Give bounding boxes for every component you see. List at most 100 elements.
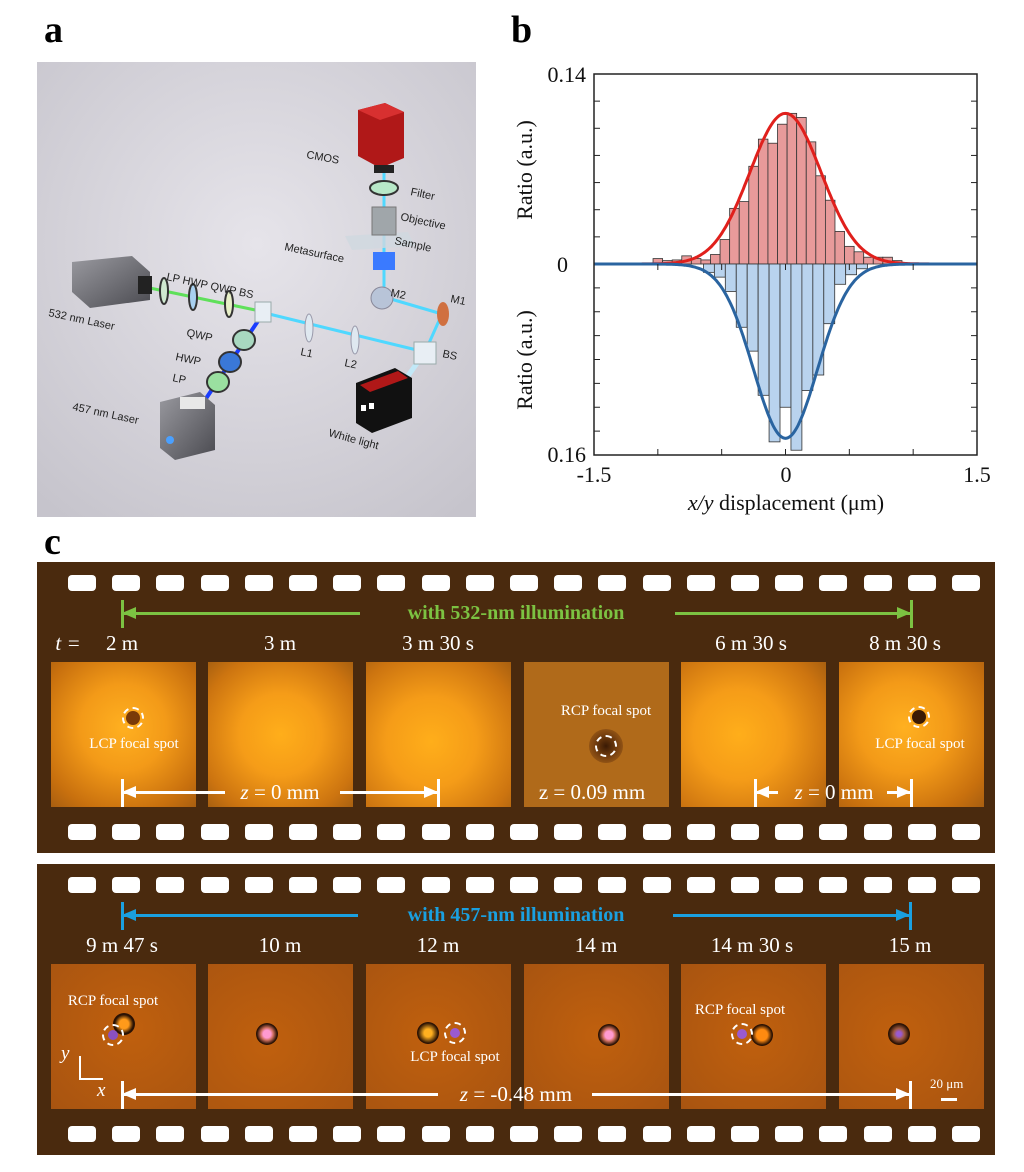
filter-icon bbox=[369, 180, 399, 196]
sprocket-hole bbox=[598, 877, 627, 893]
z-label: z = 0 mm bbox=[240, 780, 320, 804]
histogram-bar bbox=[724, 263, 737, 292]
arrow-head-right-icon bbox=[897, 786, 911, 798]
laser-532-icon bbox=[72, 256, 152, 308]
panel-label-a: a bbox=[44, 9, 63, 51]
sprocket-hole bbox=[156, 824, 185, 840]
sprocket-hole bbox=[200, 824, 229, 840]
sprocket-hole bbox=[289, 575, 317, 591]
sprocket-hole bbox=[289, 824, 317, 840]
arrow-end-tick bbox=[121, 902, 124, 930]
sprocket-hole bbox=[907, 877, 936, 893]
arrow-head-left-icon bbox=[122, 909, 136, 921]
arrow-line bbox=[340, 791, 438, 794]
sprocket-hole bbox=[598, 824, 627, 840]
frame-14m bbox=[524, 964, 669, 1109]
time-label: 6 m 30 s bbox=[715, 631, 787, 655]
sprocket-hole bbox=[465, 877, 494, 893]
arrow-end-tick bbox=[121, 600, 124, 628]
y-tick-zero: 0 bbox=[557, 252, 568, 277]
sprocket-hole bbox=[952, 575, 980, 591]
histogram-bar bbox=[845, 263, 858, 276]
sprocket-hole bbox=[465, 824, 494, 840]
optical-setup-schematic: CMOS Filter Objective Sample Metasurface… bbox=[37, 62, 476, 517]
sprocket-hole bbox=[421, 877, 450, 893]
laser-457-icon bbox=[160, 392, 215, 460]
y-axis-label-top: Ratio (a.u.) bbox=[512, 120, 537, 220]
scale-bar bbox=[941, 1098, 957, 1101]
arrow-head-right-icon bbox=[896, 1088, 910, 1100]
histogram-bar bbox=[767, 142, 778, 265]
time-label: 8 m 30 s bbox=[869, 631, 941, 655]
mirror-m1-icon bbox=[437, 302, 449, 326]
sprocket-hole bbox=[244, 1126, 273, 1142]
histogram-bar bbox=[815, 175, 826, 265]
z-label-mid: z = 0.09 mm bbox=[538, 780, 646, 804]
focal-spot bbox=[888, 1023, 910, 1045]
arrow-end-tick bbox=[437, 779, 440, 807]
sprocket-hole bbox=[112, 877, 141, 893]
frame-6m30s bbox=[681, 662, 826, 807]
arrow-head-left-icon bbox=[122, 786, 136, 798]
histogram-bar bbox=[748, 165, 759, 265]
histogram-bar bbox=[738, 201, 750, 265]
sprocket-hole bbox=[863, 1126, 892, 1142]
histogram-bar bbox=[824, 199, 836, 265]
histogram-bar bbox=[805, 141, 817, 265]
sprocket-hole bbox=[642, 1126, 671, 1142]
panel-label-b: b bbox=[511, 9, 533, 51]
metasurface-icon bbox=[373, 252, 395, 270]
time-label: 2 m bbox=[105, 631, 139, 655]
sprocket-hole bbox=[465, 575, 494, 591]
label-qwp: QWP bbox=[185, 327, 213, 344]
arrow-end-tick bbox=[121, 1081, 124, 1109]
arrow-line bbox=[122, 612, 360, 615]
sprocket-hole bbox=[819, 877, 848, 893]
label-hwp: HWP bbox=[174, 351, 202, 368]
sprocket-hole bbox=[156, 1126, 185, 1142]
x-axis-label: x bbox=[97, 1080, 106, 1101]
sprocket-hole bbox=[421, 575, 450, 591]
frame-12m bbox=[366, 964, 511, 1109]
sprocket-hole bbox=[907, 1126, 936, 1142]
sprocket-hole bbox=[686, 1126, 715, 1142]
sprocket-hole bbox=[686, 824, 715, 840]
histogram-bar bbox=[834, 231, 845, 265]
annotation-lcp: LCP focal spot bbox=[89, 736, 179, 752]
z-label-right: z = 0 mm bbox=[794, 780, 874, 804]
sprocket-hole bbox=[112, 1126, 141, 1142]
plot-frame bbox=[593, 73, 978, 456]
sprocket-hole bbox=[377, 575, 406, 591]
sprocket-hole bbox=[554, 1126, 583, 1142]
sprocket-hole bbox=[68, 824, 96, 840]
white-light-source-icon bbox=[356, 368, 412, 433]
cmos-camera-icon bbox=[358, 103, 404, 173]
sprocket-hole bbox=[244, 877, 273, 893]
sample-slide-icon bbox=[345, 232, 415, 250]
label-l2: L2 bbox=[343, 357, 357, 371]
sprocket-hole bbox=[333, 824, 362, 840]
histogram-bar bbox=[856, 263, 868, 270]
sprocket-hole bbox=[510, 877, 538, 893]
sprocket-hole bbox=[200, 1126, 229, 1142]
y-axis-label: y bbox=[61, 1043, 70, 1064]
illumination-label-457: with 457-nm illumination bbox=[407, 904, 625, 926]
annotation-rcp: RCP focal spot bbox=[694, 1002, 786, 1018]
x-axis-arrow-icon bbox=[79, 1078, 103, 1080]
sprocket-hole bbox=[952, 824, 980, 840]
histogram-bar bbox=[757, 263, 770, 396]
annotation-rcp: RCP focal spot bbox=[67, 993, 159, 1009]
sprocket-hole bbox=[775, 877, 804, 893]
sprocket-hole bbox=[907, 824, 936, 840]
histogram-bar bbox=[823, 263, 836, 325]
histogram-bar bbox=[719, 239, 731, 265]
histogram-bar bbox=[710, 254, 721, 265]
sprocket-hole bbox=[775, 824, 804, 840]
sprocket-hole bbox=[68, 575, 96, 591]
sprocket-hole bbox=[731, 877, 759, 893]
x-tick-label: 1.5 bbox=[963, 462, 991, 487]
sprocket-hole bbox=[642, 575, 671, 591]
sprocket-hole bbox=[775, 1126, 804, 1142]
dashed-circle-marker bbox=[102, 1024, 124, 1046]
sprocket-hole bbox=[554, 575, 583, 591]
